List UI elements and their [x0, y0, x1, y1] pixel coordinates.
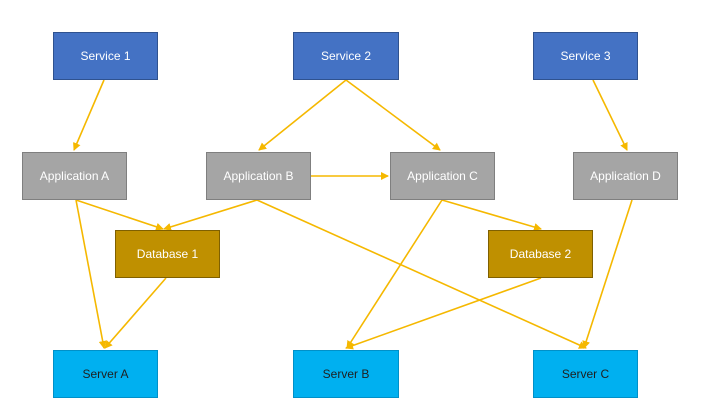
node-label: Service 3 — [560, 49, 611, 63]
node-label: Server B — [322, 367, 370, 381]
edge-service-3-to-application-d — [592, 79, 628, 151]
edge-service-2-to-application-b — [258, 79, 347, 151]
node-service-2[interactable]: Service 2 — [293, 32, 399, 80]
node-label: Service 1 — [80, 49, 131, 63]
node-label: Application D — [590, 169, 661, 183]
edge-application-d-to-server-c — [582, 199, 633, 349]
node-label: Application B — [223, 169, 294, 183]
node-service-3[interactable]: Service 3 — [533, 32, 638, 80]
edge-application-a-to-database-1 — [75, 199, 164, 231]
node-application-d[interactable]: Application D — [573, 152, 678, 200]
node-service-1[interactable]: Service 1 — [53, 32, 158, 80]
node-label: Database 1 — [136, 247, 199, 261]
node-label: Server C — [561, 367, 610, 381]
node-label: Database 2 — [509, 247, 572, 261]
edge-application-c-to-server-b — [346, 199, 443, 349]
node-label: Server A — [82, 367, 129, 381]
node-database-1[interactable]: Database 1 — [115, 230, 220, 278]
edge-database-2-to-server-b — [345, 277, 542, 350]
node-label: Application C — [407, 169, 478, 183]
edge-application-b-to-server-c — [256, 199, 587, 349]
node-server-b[interactable]: Server B — [293, 350, 399, 398]
node-label: Application A — [39, 169, 110, 183]
node-application-b[interactable]: Application B — [206, 152, 311, 200]
edge-service-1-to-application-a — [73, 79, 105, 151]
edge-service-2-to-application-c — [345, 79, 441, 151]
edge-database-1-to-server-a — [104, 277, 167, 349]
edge-application-b-to-database-1 — [163, 199, 258, 231]
node-server-a[interactable]: Server A — [53, 350, 158, 398]
node-label: Service 2 — [320, 49, 372, 63]
edge-application-c-to-database-2 — [441, 199, 542, 231]
node-application-a[interactable]: Application A — [22, 152, 127, 200]
edge-application-a-to-server-a — [75, 199, 107, 349]
node-application-c[interactable]: Application C — [390, 152, 495, 200]
node-server-c[interactable]: Server C — [533, 350, 638, 398]
node-database-2[interactable]: Database 2 — [488, 230, 593, 278]
